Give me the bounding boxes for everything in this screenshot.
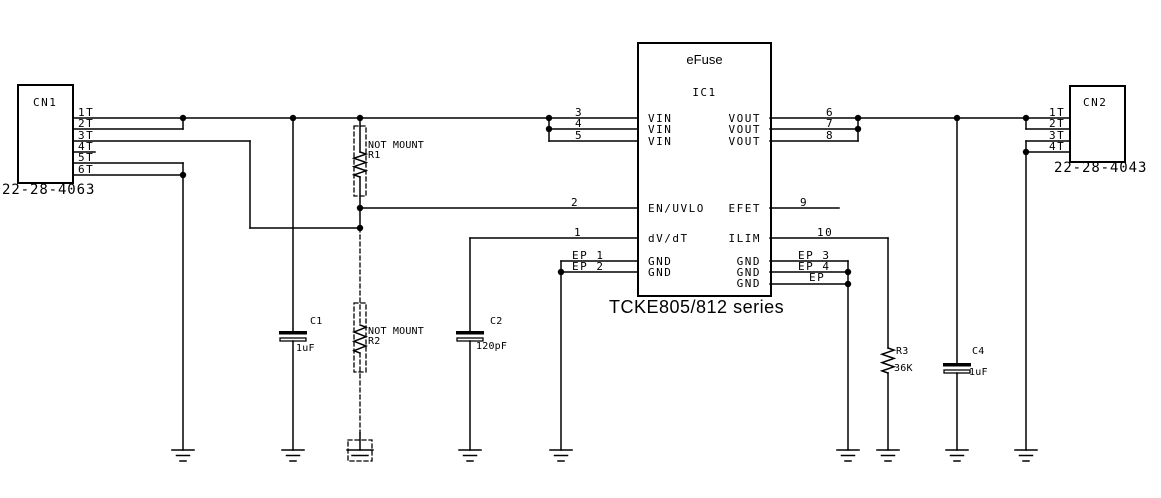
cn1-pin-5t: 5T [78,151,95,164]
wire-ep-left-net [560,260,639,451]
ic1-pin-name-dvdt: dV/dT [648,232,689,245]
r2-refdes: R2 [368,336,381,347]
ic1-pin-number-8: 8 [826,129,835,142]
cn2-pin-1t: 1T [1049,106,1066,119]
ic1-pin-number-ep1: EP_1 [572,249,605,262]
capacitor-c4-symbol [942,362,972,374]
cn1-pin-6t: 6T [78,163,95,176]
ic1-pin-name-vout2: VOUT [728,123,761,136]
ic1-refdes: IC1 [692,86,717,99]
ic1-pin-number-3: 3 [575,106,584,119]
r3-refdes: R3 [896,346,909,357]
r3-value: 36K [894,363,913,374]
wire-vin-net [72,117,639,142]
ic1-pin-name-vout1: VOUT [728,112,761,125]
ic1-pin-number-5: 5 [575,129,584,142]
capacitor-c2-branch [455,237,639,451]
ic1-pin-number-ep: EP [809,271,826,284]
c2-refdes: C2 [490,316,503,327]
cn2-refdes: CN2 [1083,96,1108,109]
cn2-pin-3t: 3T [1049,129,1066,142]
ic1-pin-name-ilim: ILIM [728,232,761,245]
wire-vout-net [769,117,1071,142]
ic1-pin-number-4: 4 [575,117,584,130]
r1-not-mount-box [353,125,367,197]
cn2-box [1069,85,1126,163]
ic1-pin-number-2: 2 [571,196,580,209]
ic1-pin-number-10: 10 [817,226,834,239]
ic1-pin-number-9: 9 [800,196,809,209]
junction-dots [179,114,1030,288]
ic1-function-label: eFuse [686,52,723,67]
ic1-pin-number-ep4: EP_4 [798,260,831,273]
capacitor-c1-symbol [278,330,308,342]
ic1-pin-name-vin2: VIN [648,123,673,136]
c1-value: 1uF [296,343,315,354]
ic1-pin-name-gnd-l1: GND [648,255,673,268]
c4-value: 1uF [969,367,988,378]
r2-not-mount-note: NOT MOUNT [368,326,424,337]
capacitor-c1-branch [278,117,308,451]
wire-cn1-gnd-net [72,162,184,451]
ic1-pin-name-vout3: VOUT [728,135,761,148]
cn1-pin-3t: 3T [78,129,95,142]
cn1-refdes: CN1 [33,96,58,109]
ic1-pin-number-6: 6 [826,106,835,119]
ic1-pin-name-vin1: VIN [648,112,673,125]
ic1-pin-number-7: 7 [826,117,835,130]
resistor-r2-branch [346,227,374,462]
ic1-pin-number-1: 1 [574,226,583,239]
ground-symbols [171,449,1038,462]
cn1-pin-4t: 4T [78,140,95,153]
resistor-r3-branch [769,237,897,451]
resistor-r1 [351,125,369,197]
r1-not-mount-note: NOT MOUNT [368,140,424,151]
wire-ep-right-net [769,260,849,451]
r1-refdes: R1 [368,150,381,161]
cn2-pin-4t: 4T [1049,140,1066,153]
cn1-box [17,84,74,184]
ic1-box [637,42,772,297]
ic1-pin-name-en-uvlo: EN/UVLO [648,202,705,215]
ic1-pin-number-ep2: EP_2 [572,260,605,273]
capacitor-c2-symbol [455,330,485,342]
ic1-pin-name-vin3: VIN [648,135,673,148]
ic1-pin-number-ep3: EP_3 [798,249,831,262]
c1-refdes: C1 [310,316,323,327]
cn1-pin-2t: 2T [78,117,95,130]
ic1-pin-name-gnd-l2: GND [648,266,673,279]
ic1-pin-name-efet: EFET [728,202,761,215]
series-title: TCKE805/812 series [609,297,785,317]
ic1-pin-name-gnd-r2: GND [736,266,761,279]
cn2-pin-2t: 2T [1049,117,1066,130]
wire-cn2-gnd-net [1025,140,1071,451]
c2-value: 120pF [476,341,508,352]
c4-refdes: C4 [972,346,985,357]
r2-not-mount-box [353,302,367,373]
ic1-pin-name-gnd-r1: GND [736,255,761,268]
not-mount-ground-symbol [346,439,374,462]
cn1-pin-1t: 1T [78,106,95,119]
cn1-part-number: 22-28-4063 [2,182,96,198]
wire-en-uvlo-net [72,117,639,229]
ic1-pin-name-gnd-r3: GND [736,277,761,290]
cn2-part-number: 22-28-4043 [1054,160,1148,176]
capacitor-c4-branch [942,117,972,451]
